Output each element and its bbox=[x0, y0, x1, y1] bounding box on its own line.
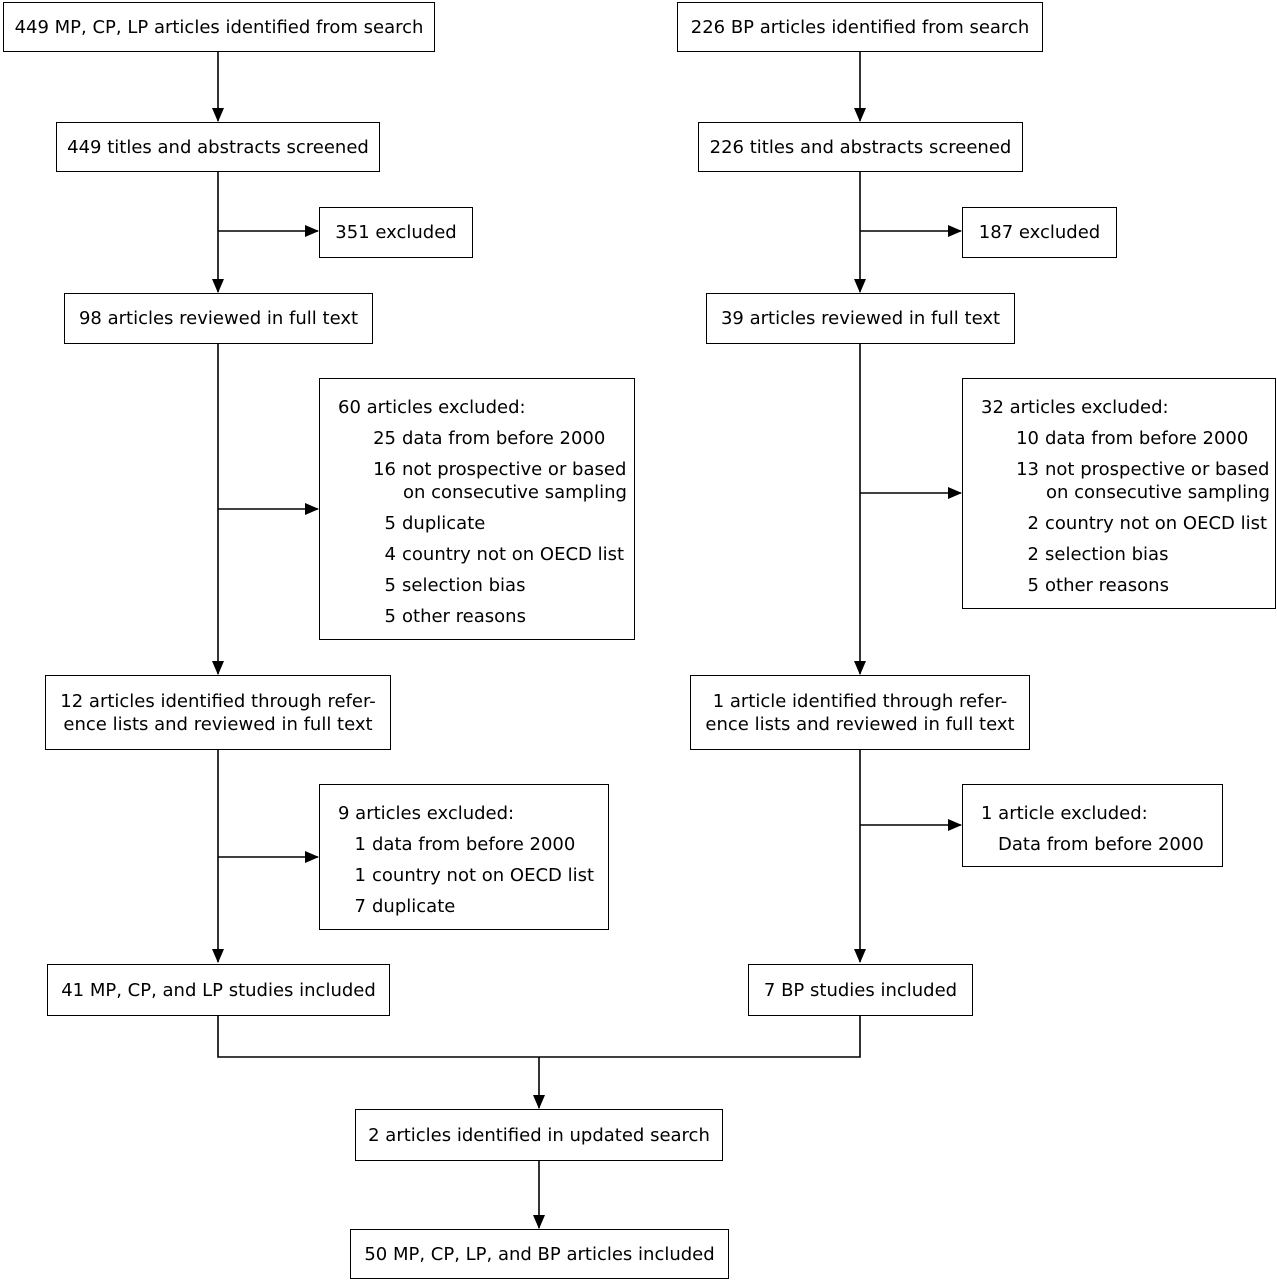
exclusion-count: 5 bbox=[1027, 575, 1039, 596]
final-included-box: 50 MP, CP, LP, and BP articles included bbox=[350, 1229, 729, 1279]
exclusion-reason: data from before 2000 bbox=[1045, 428, 1249, 449]
exclusion-reason: Data from before 2000 bbox=[998, 834, 1204, 855]
right-excluded-initial-box: 187 excluded bbox=[962, 207, 1117, 258]
left-included-box: 41 MP, CP, and LP studies included bbox=[47, 964, 390, 1016]
list-item: 13 not prospective or based on consecuti… bbox=[981, 458, 1275, 512]
exclusion-count: 13 bbox=[1016, 459, 1039, 480]
left-excluded-initial-box: 351 excluded bbox=[319, 207, 473, 258]
right-fulltext-box: 39 articles reviewed in full text bbox=[706, 293, 1015, 344]
left-search-box: 449 MP, CP, LP articles identified from … bbox=[3, 2, 435, 52]
exclusion-reason: duplicate bbox=[402, 513, 486, 534]
exclusion-reason: other reasons bbox=[1045, 575, 1169, 596]
list-item: 5 duplicate bbox=[338, 512, 634, 543]
final-included-text: 50 MP, CP, LP, and BP articles included bbox=[364, 1243, 715, 1265]
exclusion-reason: selection bias bbox=[402, 575, 526, 596]
list-item: 2 selection bias bbox=[981, 543, 1275, 574]
list-item: 4 country not on OECD list bbox=[338, 543, 634, 574]
list-item: 2 country not on OECD list bbox=[981, 512, 1275, 543]
left-excluded-fulltext-box: 60 articles excluded: 25 data from befor… bbox=[319, 378, 635, 640]
right-search-text: 226 BP articles identified from search bbox=[690, 16, 1030, 38]
left-included-text: 41 MP, CP, and LP studies included bbox=[61, 979, 376, 1001]
exclusion-reason: data from before 2000 bbox=[372, 834, 576, 855]
exclusion-reason: country not on OECD list bbox=[402, 544, 625, 565]
right-screened-box: 226 titles and abstracts screened bbox=[698, 122, 1023, 172]
right-excluded-initial-text: 187 excluded bbox=[978, 222, 1101, 243]
exclusion-reason: not prospective or based bbox=[1045, 459, 1270, 480]
merge-line bbox=[217, 1015, 861, 1058]
exclusion-count: 4 bbox=[384, 544, 396, 565]
exclusion-reason: selection bias bbox=[1045, 544, 1169, 565]
right-excluded-reference-box: 1 article excluded: Data from before 200… bbox=[962, 784, 1223, 867]
exclusion-count: 1 bbox=[354, 834, 366, 855]
list-item: 5 other reasons bbox=[338, 605, 634, 636]
list-item: 5 other reasons bbox=[981, 574, 1275, 605]
exclusion-reason: data from before 2000 bbox=[402, 428, 606, 449]
exclusion-reason: country not on OECD list bbox=[372, 865, 595, 886]
left-fulltext-box: 98 articles reviewed in full text bbox=[64, 293, 373, 344]
exclusion-reason-continued: on consecutive sampling bbox=[403, 482, 627, 503]
exclusion-count: 2 bbox=[1027, 513, 1039, 534]
updated-search-box: 2 articles identified in updated search bbox=[355, 1109, 723, 1161]
list-item: 5 selection bias bbox=[338, 574, 634, 605]
right-search-box: 226 BP articles identified from search bbox=[677, 2, 1043, 52]
list-item: 10 data from before 2000 bbox=[981, 427, 1275, 458]
exclusion-reason: not prospective or based bbox=[402, 459, 627, 480]
right-excluded-reference-header: 1 article excluded: bbox=[981, 803, 1148, 824]
list-item: 1 country not on OECD list bbox=[338, 864, 608, 895]
list-item: 1 data from before 2000 bbox=[338, 833, 608, 864]
list-item: 16 not prospective or based on consecuti… bbox=[338, 458, 634, 512]
left-excluded-initial-text: 351 excluded bbox=[335, 222, 457, 243]
exclusion-count: 5 bbox=[384, 575, 396, 596]
right-excluded-fulltext-box: 32 articles excluded: 10 data from befor… bbox=[962, 378, 1276, 609]
exclusion-count: 7 bbox=[354, 896, 366, 917]
right-fulltext-text: 39 articles reviewed in full text bbox=[720, 308, 1001, 329]
left-reference-line-2: ence lists and reviewed in full text bbox=[63, 713, 373, 735]
exclusion-reason-continued: on consecutive sampling bbox=[1046, 482, 1270, 503]
right-reference-line-2: ence lists and reviewed in full text bbox=[705, 713, 1015, 735]
exclusion-count: 2 bbox=[1027, 544, 1039, 565]
exclusion-count: 25 bbox=[373, 428, 396, 449]
exclusion-count: 5 bbox=[384, 513, 396, 534]
right-included-box: 7 BP studies included bbox=[748, 964, 973, 1016]
list-item: Data from before 2000 bbox=[981, 833, 1222, 864]
right-screened-text: 226 titles and abstracts screened bbox=[709, 136, 1012, 158]
right-reference-box: 1 article identified through refer- ence… bbox=[690, 675, 1030, 750]
list-item: 7 duplicate bbox=[338, 895, 608, 926]
exclusion-count: 16 bbox=[373, 459, 396, 480]
left-screened-box: 449 titles and abstracts screened bbox=[56, 122, 380, 172]
exclusion-reason: duplicate bbox=[372, 896, 456, 917]
left-excluded-reference-box: 9 articles excluded: 1 data from before … bbox=[319, 784, 609, 930]
list-item: 25 data from before 2000 bbox=[338, 427, 634, 458]
left-fulltext-text: 98 articles reviewed in full text bbox=[78, 308, 359, 329]
exclusion-reason: other reasons bbox=[402, 606, 526, 627]
exclusion-reason: country not on OECD list bbox=[1045, 513, 1268, 534]
exclusion-count: 10 bbox=[1016, 428, 1039, 449]
right-reference-line-1: 1 article identified through refer- bbox=[712, 690, 1008, 712]
left-reference-box: 12 articles identified through refer- en… bbox=[45, 675, 391, 750]
left-excluded-fulltext-header: 60 articles excluded: bbox=[338, 397, 526, 418]
left-search-text: 449 MP, CP, LP articles identified from … bbox=[14, 16, 424, 38]
exclusion-count: 5 bbox=[384, 606, 396, 627]
right-excluded-fulltext-header: 32 articles excluded: bbox=[981, 397, 1169, 418]
left-reference-line-1: 12 articles identified through refer- bbox=[60, 690, 376, 712]
right-included-text: 7 BP studies included bbox=[763, 979, 958, 1001]
left-screened-text: 449 titles and abstracts screened bbox=[67, 136, 369, 158]
exclusion-count: 1 bbox=[354, 865, 366, 886]
updated-search-text: 2 articles identified in updated search bbox=[368, 1124, 710, 1146]
left-excluded-reference-header: 9 articles excluded: bbox=[338, 803, 515, 824]
